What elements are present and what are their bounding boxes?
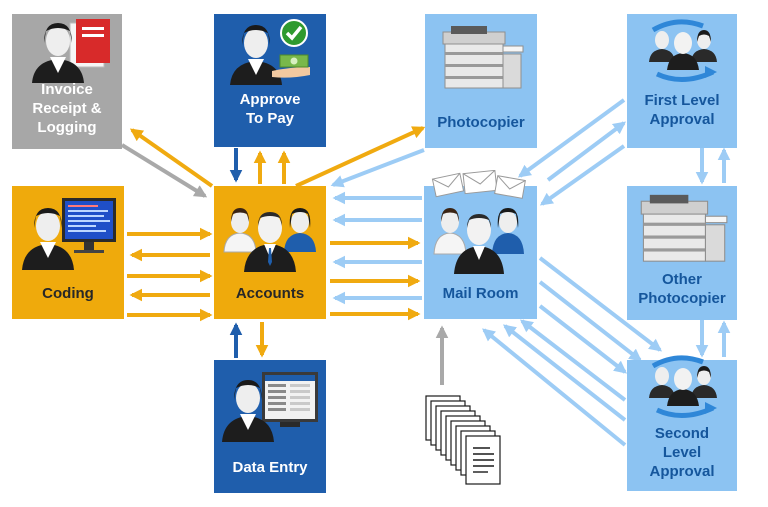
arrow-accounts-to-photocopier [295, 126, 426, 188]
group-of-people-icon [223, 208, 316, 272]
arrow-mailroom-to-secondlevel-3 [538, 304, 628, 374]
mail-room-label: Mail Room [442, 285, 519, 302]
photocopier-box: Photocopier [425, 14, 537, 148]
accounts-label: Accounts [235, 285, 305, 302]
team-cycle-icon [649, 355, 717, 418]
second-level-approval-label: Second Level Approval [649, 425, 715, 480]
arrow-firstlevel-to-mailroom-1 [517, 98, 626, 178]
arrow-mailroom-to-secondlevel-2 [538, 280, 643, 362]
arrow-mailroom-to-secondlevel-1 [538, 256, 663, 352]
accounts-box: Accounts [214, 186, 326, 319]
coding-box: Coding [12, 186, 124, 319]
person-with-documents-icon [32, 19, 110, 83]
arrow-firstlevel-to-mailroom-2 [539, 144, 626, 206]
person-at-screen-icon [222, 372, 318, 442]
approve-to-pay-box: Approve To Pay [214, 14, 326, 147]
arrow-accounts-to-invoice [129, 128, 214, 188]
envelope-icon [494, 175, 526, 199]
photocopier-icon [640, 194, 728, 262]
envelope-icon [462, 170, 498, 195]
arrow-invoice-to-accounts [120, 143, 208, 198]
data-entry-box: Data Entry [214, 360, 326, 493]
arrow-photocopier-to-accounts [330, 148, 425, 188]
person-at-computer-icon [22, 198, 116, 270]
arrow-mailroom-to-firstlevel [546, 121, 627, 182]
light-blue-arrows [330, 98, 731, 447]
approve-to-pay-label: Approve To Pay [239, 91, 301, 127]
first-level-approval-box: First Level Approval [627, 14, 737, 148]
first-level-approval-label: First Level Approval [644, 92, 720, 128]
photocopier-label: Photocopier [437, 114, 525, 131]
arrow-secondlevel-to-mailroom-1 [519, 319, 627, 402]
coding-label: Coding [42, 285, 94, 302]
envelope-icon [431, 172, 465, 198]
team-cycle-icon [649, 19, 717, 82]
invoice-receipt-logging-box: Invoice Receipt & Logging [12, 14, 122, 149]
arrow-secondlevel-to-mailroom-2 [502, 324, 627, 422]
person-with-checkmark-money-icon [230, 19, 310, 85]
data-entry-label: Data Entry [232, 459, 308, 476]
people-with-envelopes-icon [431, 170, 526, 274]
amber-arrows [127, 126, 426, 358]
second-level-approval-box: Second Level Approval [627, 355, 737, 491]
arrow-secondlevel-to-mailroom-3 [482, 328, 627, 447]
document-stack-icon [425, 395, 501, 485]
photocopier-icon [442, 26, 524, 89]
other-photocopier-label: Other Photocopier [638, 271, 726, 307]
other-photocopier-box: Other Photocopier [627, 186, 737, 320]
invoice-receipt-logging-label: Invoice Receipt & Logging [32, 81, 102, 136]
grey-arrows [120, 143, 449, 385]
